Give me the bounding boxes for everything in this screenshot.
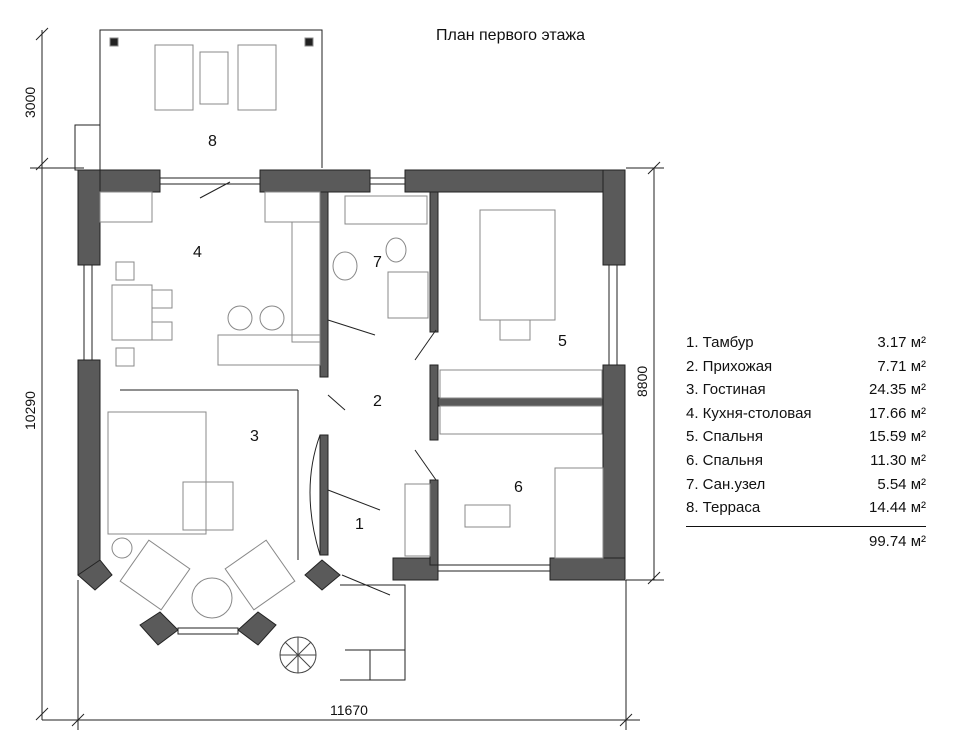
legend-total: 99.74 м² bbox=[868, 532, 926, 550]
room-label-4: 4 bbox=[193, 244, 202, 261]
room-label-7: 7 bbox=[373, 254, 382, 271]
room-label-5: 5 bbox=[558, 333, 567, 350]
room-label-6: 6 bbox=[514, 479, 523, 496]
dim-total-height: 10290 bbox=[22, 391, 38, 430]
dim-total-width: 11670 bbox=[330, 702, 368, 718]
dim-terrace-depth: 3000 bbox=[22, 86, 38, 118]
room-label-2: 2 bbox=[373, 393, 382, 410]
room-label-1: 1 bbox=[355, 516, 364, 533]
plan-title: План первого этажа bbox=[436, 27, 585, 44]
legend-divider bbox=[686, 525, 926, 527]
dim-right-height: 8800 bbox=[634, 365, 650, 397]
room-label-8: 8 bbox=[208, 133, 217, 150]
room-label-3: 3 bbox=[250, 428, 259, 445]
